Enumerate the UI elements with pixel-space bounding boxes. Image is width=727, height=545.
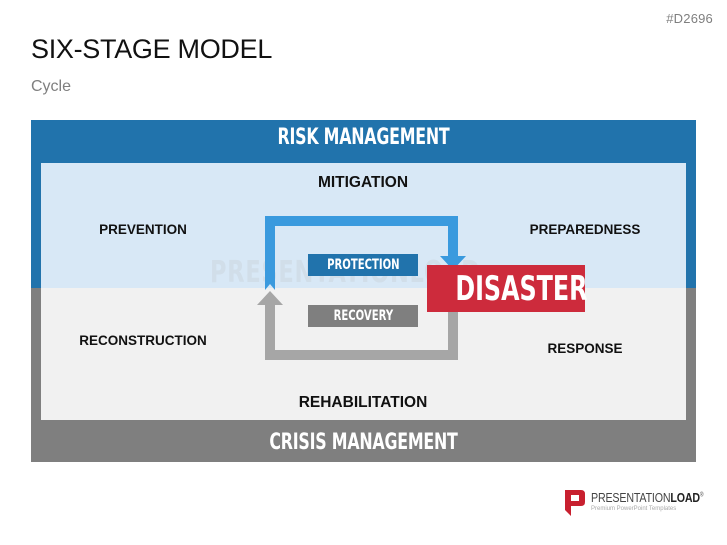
recovery-label: RECOVERY: [308, 305, 418, 327]
disaster-box: DISASTER: [427, 265, 588, 312]
brand-name-light: PRESENTATION: [591, 490, 671, 505]
page-title: SIX-STAGE MODEL: [31, 34, 273, 64]
stage-response: RESPONSE: [547, 341, 623, 356]
risk-management-title: RISK MANAGEMENT: [277, 125, 450, 150]
recovery-arrow: [257, 291, 458, 360]
protection-text: PROTECTION: [326, 257, 400, 273]
protection-arrow: [265, 216, 466, 290]
presentationload-logo-icon: [565, 490, 585, 516]
crisis-management-title: CRISIS MANAGEMENT: [269, 430, 458, 455]
stage-rehabilitation: REHABILITATION: [298, 394, 428, 411]
disaster-text: DISASTER: [455, 269, 588, 309]
protection-label: PROTECTION: [308, 254, 418, 276]
brand-name: PRESENTATIONLOAD®: [591, 490, 704, 505]
recovery-text: RECOVERY: [333, 308, 393, 324]
stage-reconstruction: RECONSTRUCTION: [79, 333, 207, 348]
product-code: #D2696: [666, 11, 713, 26]
stage-mitigation: MITIGATION: [317, 174, 409, 191]
stage-prevention: PREVENTION: [99, 222, 187, 237]
page-subtitle: Cycle: [31, 78, 72, 95]
brand-name-bold: LOAD: [670, 490, 700, 505]
stage-preparedness: PREPAREDNESS: [529, 222, 641, 237]
brand-tagline: Premium PowerPoint Templates: [591, 506, 677, 512]
trademark: ®: [699, 492, 704, 499]
